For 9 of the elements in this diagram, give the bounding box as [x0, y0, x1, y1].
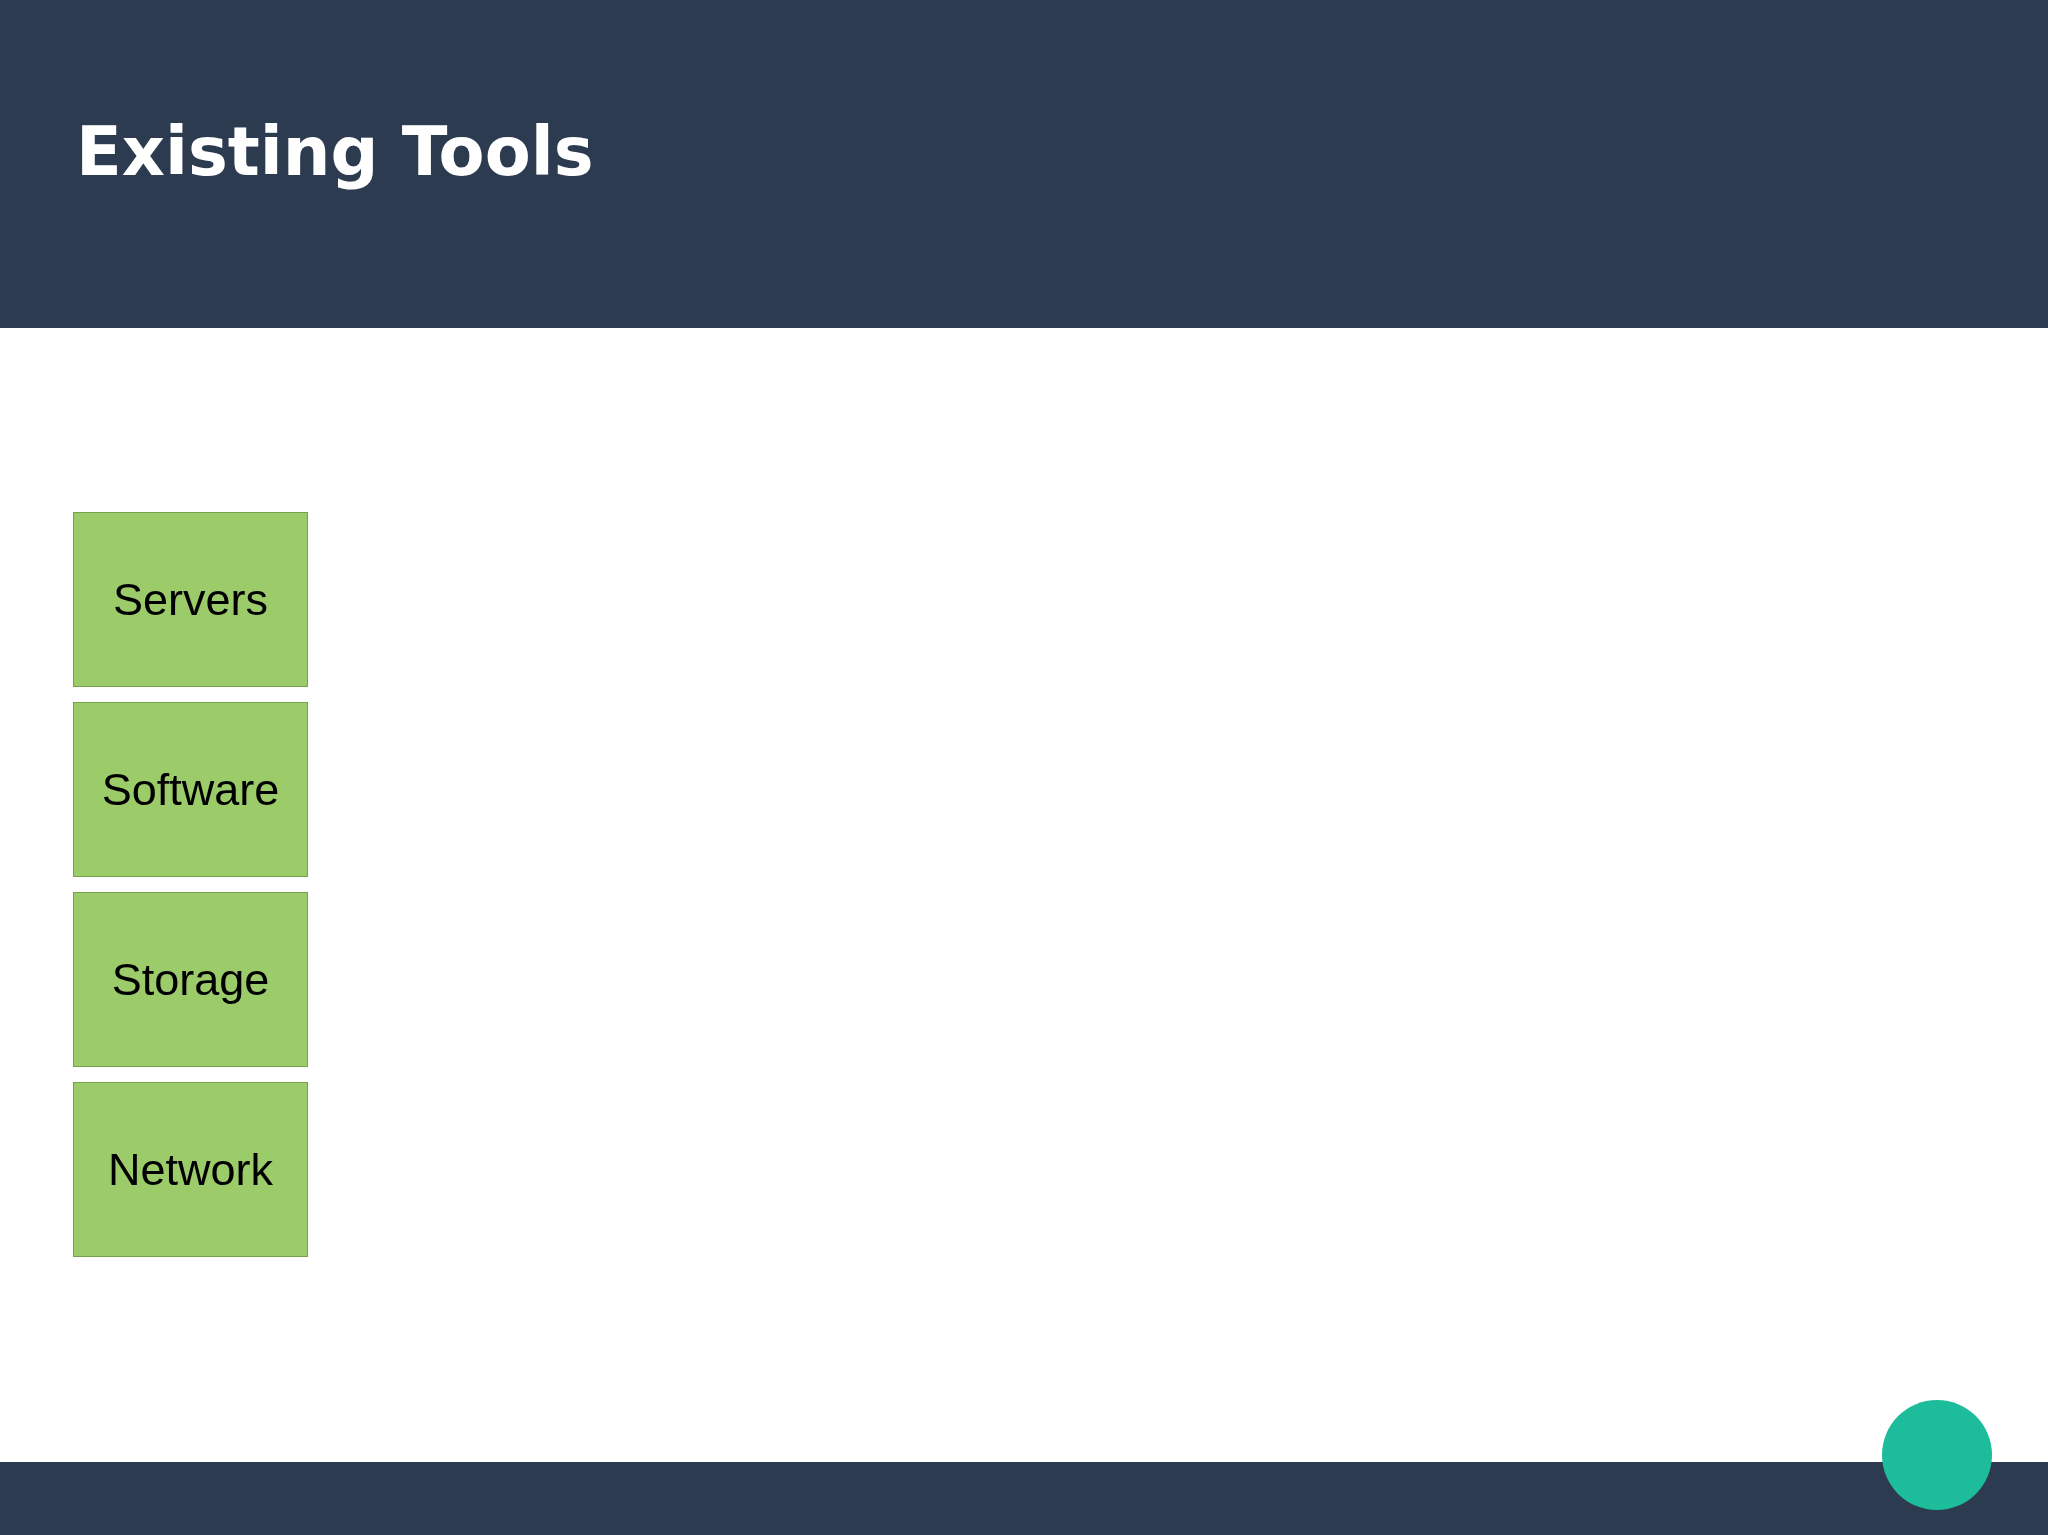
box-label: Network [107, 1143, 273, 1196]
box-label: Storage [111, 953, 270, 1006]
category-box [73, 1082, 308, 1257]
slide-title: Existing Tools [76, 112, 594, 193]
category-box [73, 512, 308, 687]
box-label: Servers [112, 573, 268, 626]
category-box [73, 892, 308, 1067]
category-box [73, 702, 308, 877]
box-label: Software [101, 763, 280, 816]
